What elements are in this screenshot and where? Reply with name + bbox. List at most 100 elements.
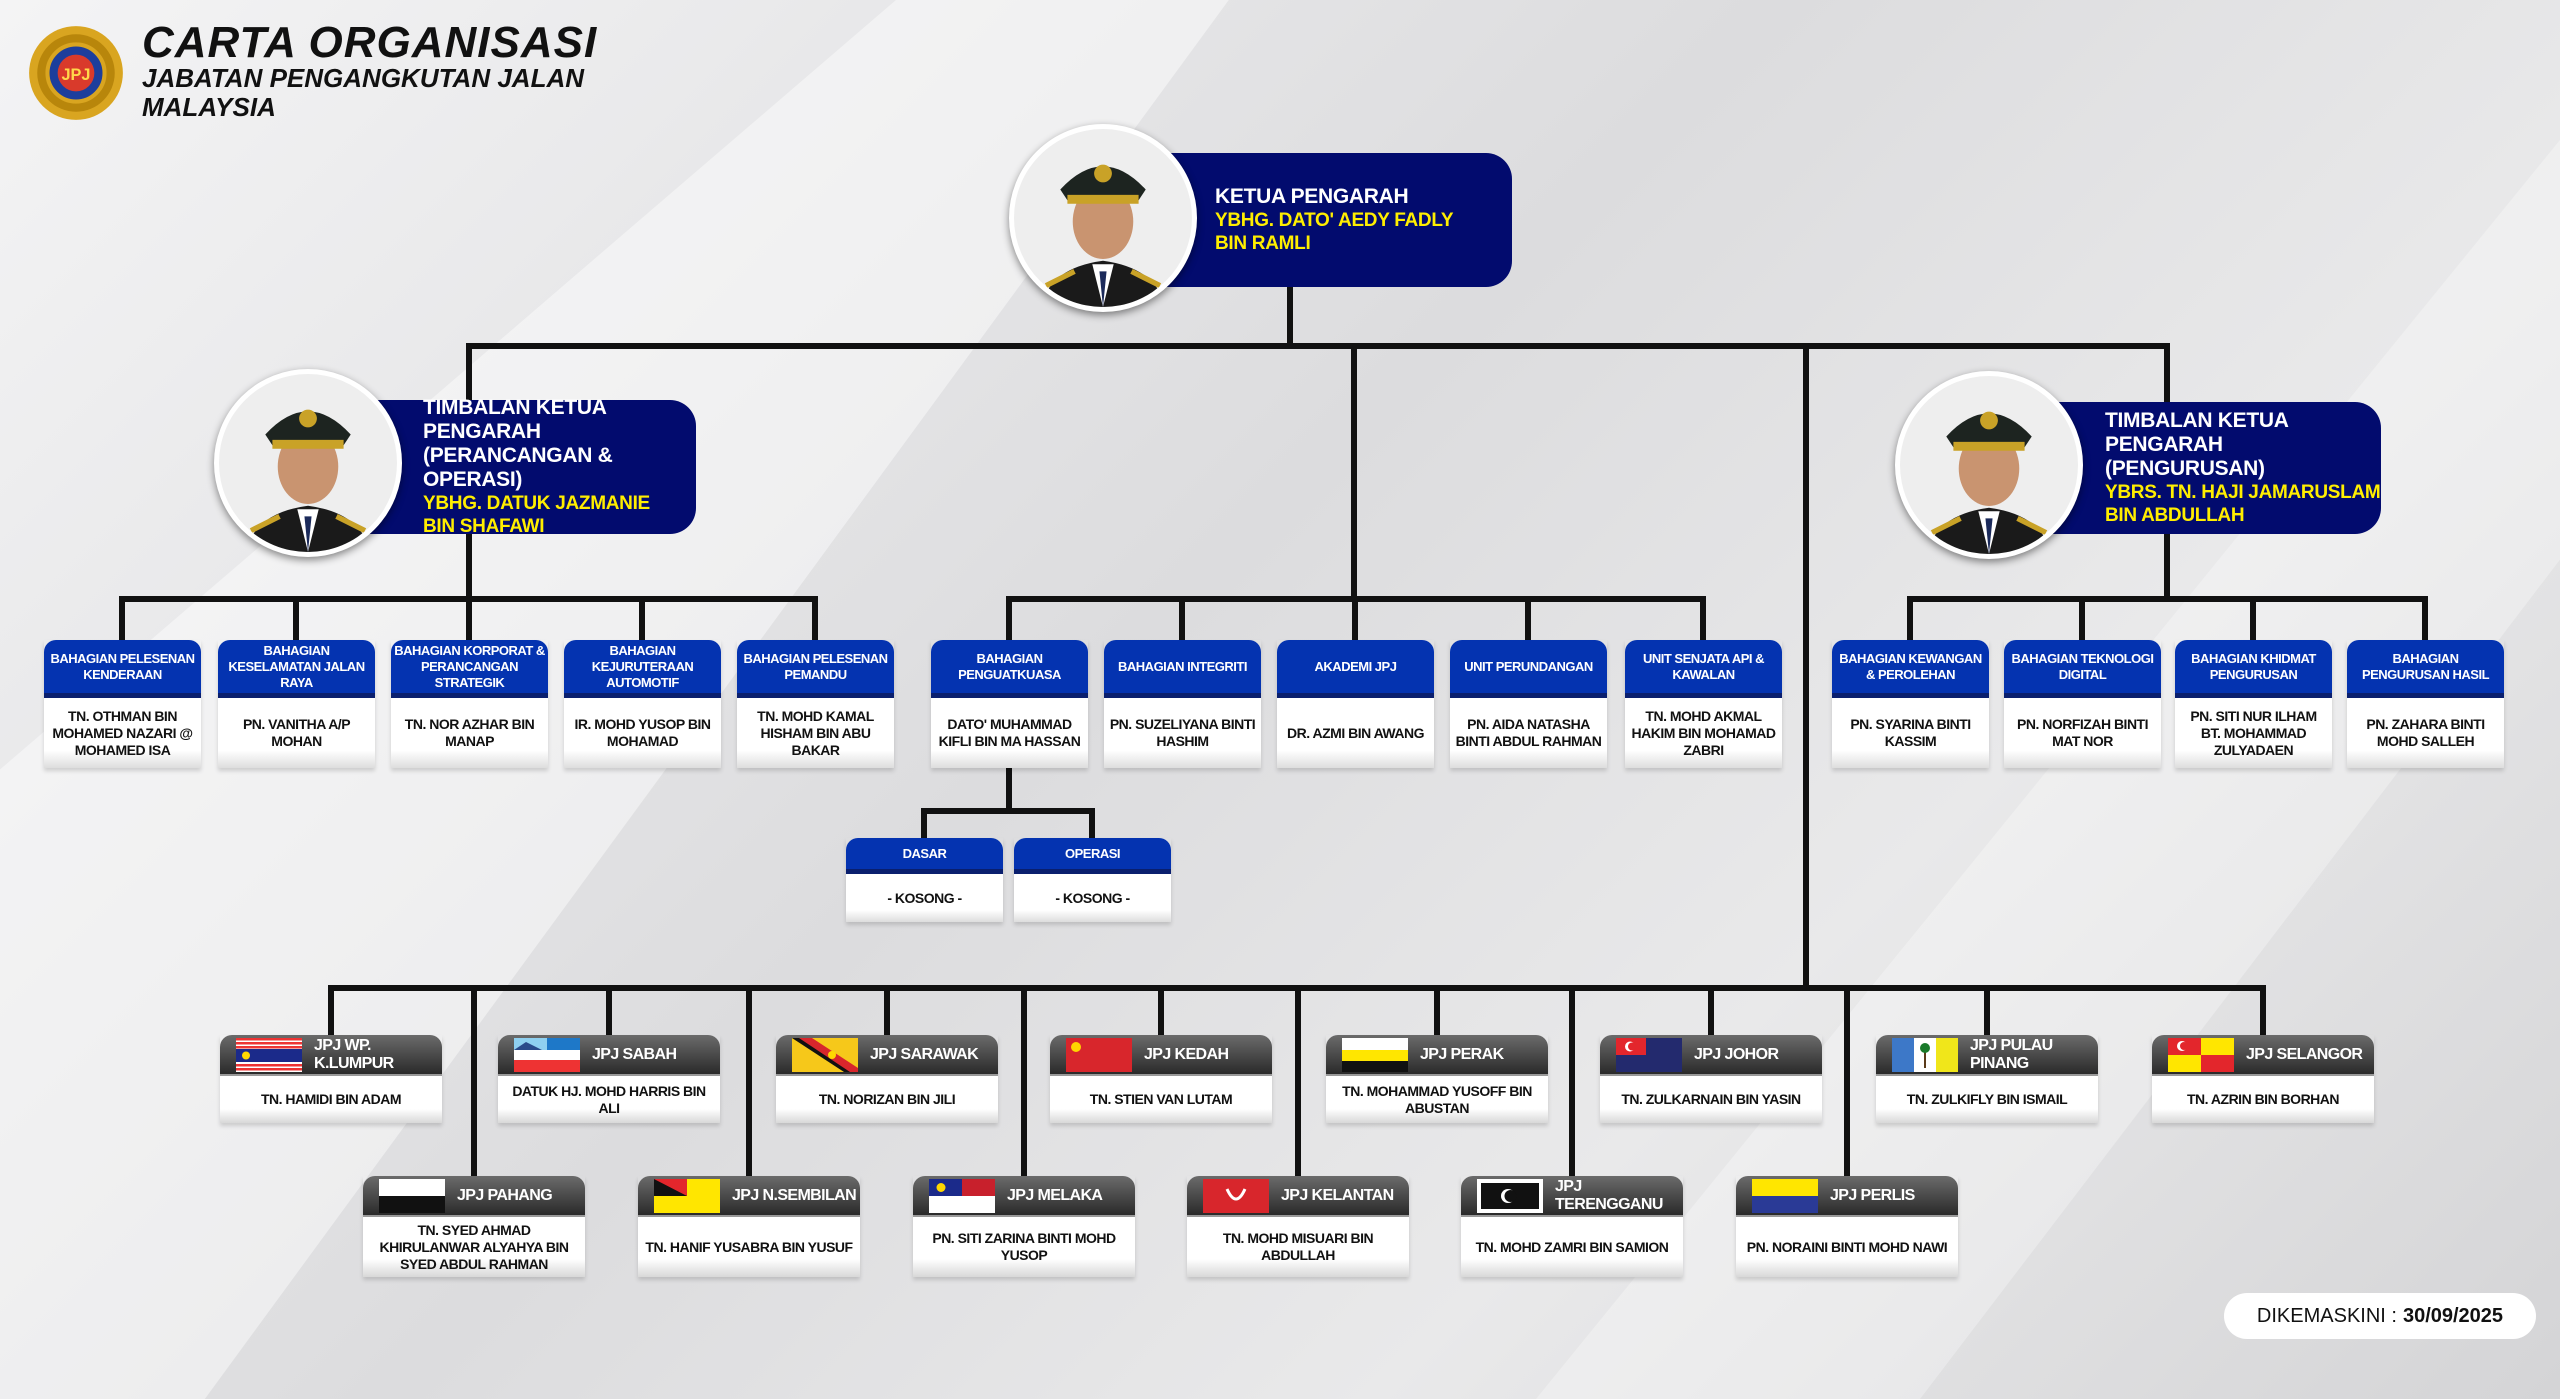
state-office-header: JPJ WP. K.LUMPUR [220,1035,442,1076]
division-name: UNIT SENJATA API & KAWALAN [1625,640,1782,698]
connector-line [921,808,1095,814]
division-box: DASAR- KOSONG - [846,838,1003,922]
division-name: BAHAGIAN PENGUATKUASA [931,640,1088,698]
state-office-box: JPJ SARAWAK TN. NORIZAN BIN JILI [776,1035,998,1123]
division-head-name: DATO' MUHAMMAD KIFLI BIN MA HASSAN [931,698,1088,768]
division-name: BAHAGIAN PELESENAN KENDERAAN [44,640,201,698]
connector-line [746,988,752,1176]
connector-line [1708,988,1714,1035]
division-head-name: PN. ZAHARA BINTI MOHD SALLEH [2347,698,2504,768]
connector-line [2260,988,2266,1035]
state-director-name: TN. NORIZAN BIN JILI [776,1076,998,1123]
state-office-box: JPJ JOHOR TN. ZULKARNAIN BIN YASIN [1600,1035,1822,1123]
connector-line [1158,988,1164,1035]
state-office-header: JPJ SARAWAK [776,1035,998,1076]
connector-line [1907,596,2428,602]
division-box: OPERASI- KOSONG - [1014,838,1171,922]
deputy-left-box: TIMBALAN KETUA PENGARAH(PERANCANGAN & OP… [351,396,696,537]
connector-line [606,988,612,1035]
state-office-header: JPJ TERENGGANU [1461,1176,1683,1217]
connector-line [2422,599,2428,640]
division-name: BAHAGIAN KESELAMATAN JALAN RAYA [218,640,375,698]
jpj-logo: JPJ [25,20,127,126]
state-director-name: TN. ZULKIFLY BIN ISMAIL [1876,1076,2098,1123]
state-office-name: JPJ PERLIS [1830,1186,1915,1204]
last-updated-label: DIKEMASKINI : [2256,1304,2397,1327]
state-director-name: TN. STIEN VAN LUTAM [1050,1076,1272,1123]
division-head-name: DR. AZMI BIN AWANG [1277,698,1434,768]
flag-terengganu-icon [1477,1178,1543,1213]
division-head-name: PN. VANITHA A/P MOHAN [218,698,375,768]
connector-line [1700,599,1706,640]
director-role: KETUA PENGARAH [1215,185,1409,208]
division-head-name: - KOSONG - [846,874,1003,922]
deputy-right-photo [1895,371,2083,559]
division-head-name: PN. AIDA NATASHA BINTI ABDUL RAHMAN [1450,698,1607,768]
connector-line [466,343,2170,349]
division-box: BAHAGIAN KORPORAT & PERANCANGAN STRATEGI… [391,640,548,768]
flag-kedah-icon [1066,1037,1132,1072]
state-office-header: JPJ PAHANG [363,1176,585,1217]
connector-line [1021,988,1027,1176]
state-office-header: JPJ JOHOR [1600,1035,1822,1076]
division-name: DASAR [846,838,1003,874]
state-director-name: TN. MOHAMMAD YUSOFF BIN ABUSTAN [1326,1076,1548,1123]
deputy-left-role: TIMBALAN KETUA PENGARAH(PERANCANGAN & OP… [423,396,613,491]
state-office-name: JPJ PERAK [1420,1045,1504,1063]
division-head-name: TN. NOR AZHAR BIN MANAP [391,698,548,768]
connector-line [328,988,334,1035]
connector-line [1907,599,1913,640]
flag-kelantan-icon [1203,1178,1269,1213]
connector-line [1287,287,1293,346]
connector-line [1179,599,1185,640]
director-photo [1009,124,1197,312]
flag-perak-icon [1342,1037,1408,1072]
connector-line [1434,988,1440,1035]
deputy-left-photo [214,369,402,557]
state-office-name: JPJ MELAKA [1007,1186,1103,1204]
connector-line [884,988,890,1035]
connector-line [293,599,299,640]
state-director-name: TN. MOHD ZAMRI BIN SAMION [1461,1217,1683,1277]
state-office-header: JPJ SABAH [498,1035,720,1076]
state-director-name: TN. MOHD MISUARI BIN ABDULLAH [1187,1217,1409,1277]
state-office-name: JPJ JOHOR [1694,1045,1779,1063]
connector-line [471,988,477,1176]
connector-line [1525,599,1531,640]
flag-sabah-icon [514,1037,580,1072]
division-name: BAHAGIAN KEJURUTERAAN AUTOMOTIF [564,640,721,698]
state-director-name: DATUK HJ. MOHD HARRIS BIN ALI [498,1076,720,1123]
state-office-name: JPJ SARAWAK [870,1045,979,1063]
page-title: CARTA ORGANISASI [142,18,598,67]
connector-line [921,811,927,838]
state-director-name: TN. ZULKARNAIN BIN YASIN [1600,1076,1822,1123]
state-office-box: JPJ SABAH DATUK HJ. MOHD HARRIS BIN ALI [498,1035,720,1123]
last-updated-date: 30/09/2025 [2402,1304,2504,1327]
division-head-name: - KOSONG - [1014,874,1171,922]
connector-line [2164,534,2170,599]
division-name: AKADEMI JPJ [1277,640,1434,698]
deputy-right-role: TIMBALAN KETUA PENGARAH(PENGURUSAN) [2105,409,2288,480]
division-head-name: PN. SITI NUR ILHAM BT. MOHAMMAD ZULYADAE… [2175,698,2332,768]
flag-penang-icon [1892,1037,1958,1072]
state-office-name: JPJ SABAH [592,1045,677,1063]
